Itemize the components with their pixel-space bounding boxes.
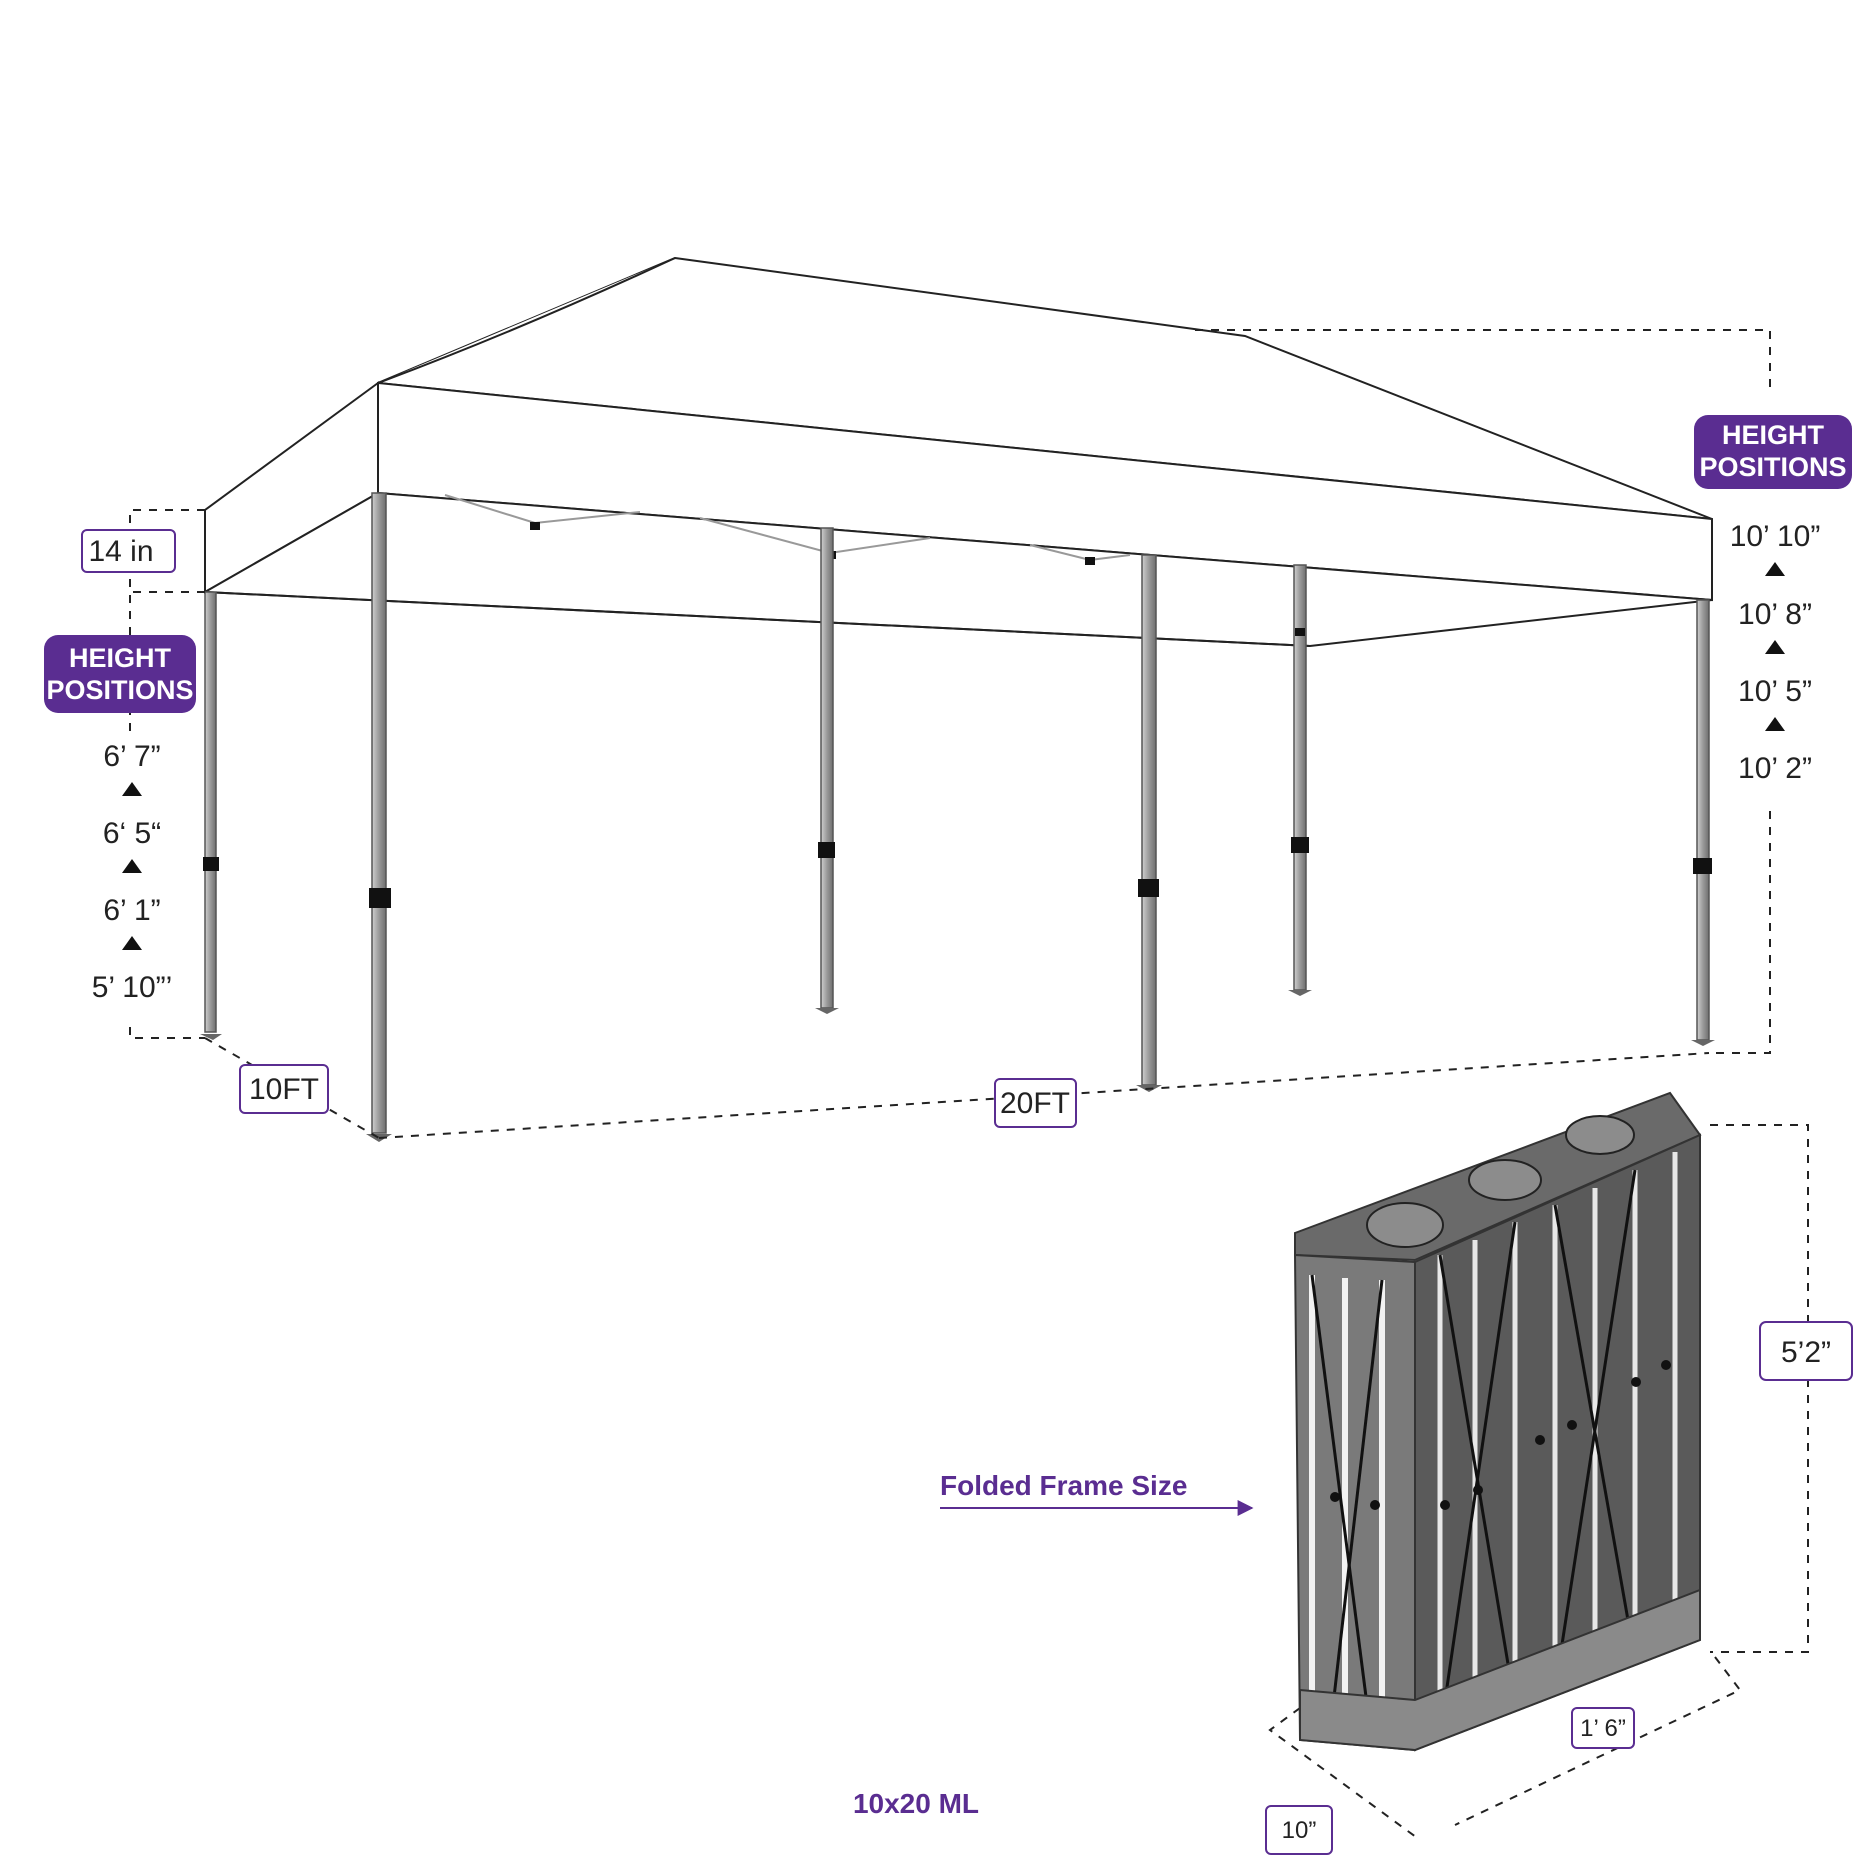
folded-frame bbox=[1268, 1091, 1809, 1841]
left-up-arrow-3-icon bbox=[122, 936, 142, 950]
folded-frame-label: Folded Frame Size bbox=[940, 1470, 1187, 1501]
left-height-positions-badge bbox=[44, 635, 196, 713]
canopy-height-label: 14 in bbox=[88, 535, 153, 568]
tent-canopy bbox=[201, 256, 1713, 648]
folded-height-label: 5’2” bbox=[1781, 1336, 1831, 1369]
width-label: 10FT bbox=[249, 1073, 319, 1106]
left-height-3: 6’ 1” bbox=[103, 894, 160, 927]
right-badge-line2: POSITIONS bbox=[1699, 452, 1846, 482]
length-label: 20FT bbox=[1000, 1087, 1070, 1120]
right-height-positions-badge bbox=[1694, 415, 1852, 489]
right-up-arrow-3-icon bbox=[1765, 717, 1785, 731]
folded-width-label: 10” bbox=[1282, 1817, 1317, 1844]
left-height-1: 6’ 7” bbox=[103, 740, 160, 773]
left-badge-line1: HEIGHT bbox=[69, 643, 172, 673]
folded-depth-label: 1’ 6” bbox=[1580, 1715, 1626, 1742]
left-badge-line2: POSITIONS bbox=[46, 675, 193, 705]
right-up-arrow-1-icon bbox=[1765, 562, 1785, 576]
model-label: 10x20 ML bbox=[853, 1788, 979, 1819]
folded-width-box bbox=[1265, 1805, 1333, 1855]
right-height-2: 10’ 8” bbox=[1738, 598, 1812, 631]
right-height-1: 10’ 10” bbox=[1730, 520, 1821, 553]
left-up-arrow-1-icon bbox=[122, 782, 142, 796]
left-height-4: 5’ 10”’ bbox=[92, 971, 173, 1004]
length-box bbox=[994, 1078, 1077, 1128]
left-up-arrow-2-icon bbox=[122, 859, 142, 873]
right-badge-line1: HEIGHT bbox=[1722, 420, 1825, 450]
right-up-arrow-2-icon bbox=[1765, 640, 1785, 654]
folded-depth-box bbox=[1571, 1707, 1635, 1749]
left-height-2: 6‘ 5“ bbox=[103, 817, 161, 850]
left-height-panel: 14 in HEIGHT POSITIONS 6’ 7” 6‘ 5“ 6’ 1”… bbox=[44, 529, 196, 1025]
right-height-3: 10’ 5” bbox=[1738, 675, 1812, 708]
tent-legs bbox=[200, 492, 1715, 1142]
width-box bbox=[239, 1064, 329, 1114]
right-height-4: 10’ 2” bbox=[1738, 752, 1812, 785]
canopy-height-box bbox=[81, 529, 176, 573]
right-height-panel: HEIGHT POSITIONS 10’ 10” 10’ 8” 10’ 5” 1… bbox=[1694, 395, 1852, 805]
folded-height-box bbox=[1759, 1321, 1853, 1381]
